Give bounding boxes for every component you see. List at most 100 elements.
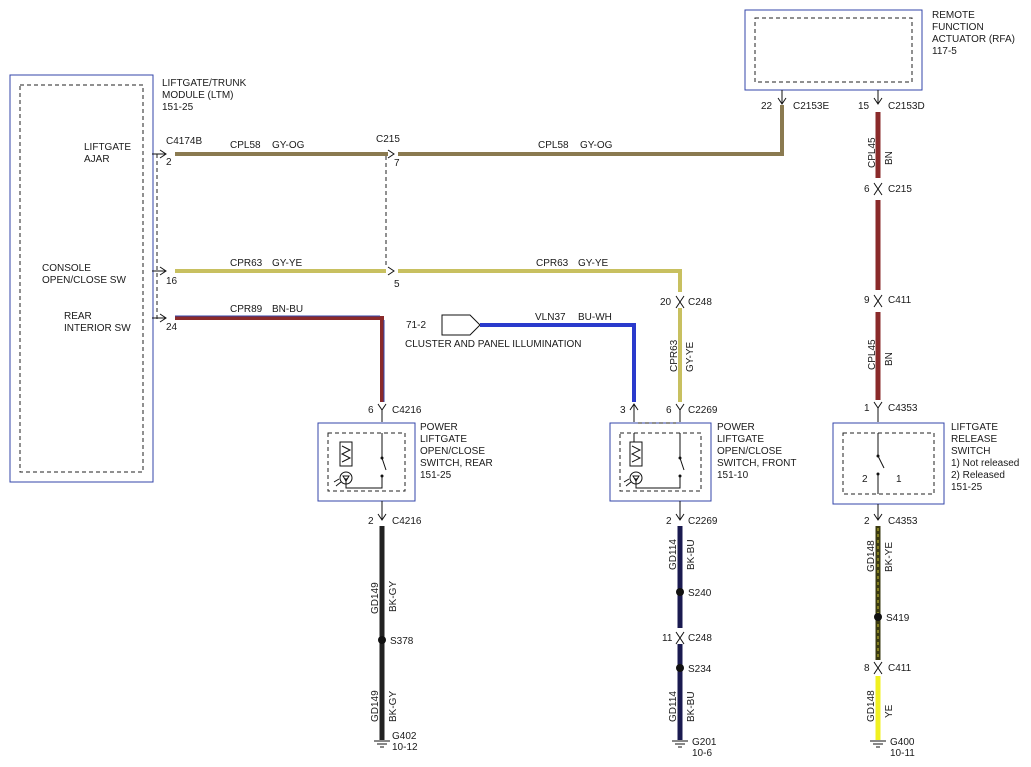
- wire-color-bk-gy-b: BK-GY: [388, 691, 399, 722]
- wire-id-gd149-b: GD149: [370, 690, 381, 722]
- wire-id-cpl58-b: CPL58: [538, 140, 569, 151]
- ltm-module: LIFTGATE AJAR CONSOLE OPEN/CLOSE SW REAR…: [9, 74, 154, 483]
- pin-c4216-bot: 2: [368, 516, 374, 527]
- pin-c2269-bot: 2: [666, 516, 672, 527]
- connector-c4353-top: C4353: [888, 403, 918, 414]
- wire-id-cpr89: CPR89: [230, 304, 263, 315]
- ground-symbol-g402: [374, 740, 390, 748]
- release-switch-state-1: 1) Not released: [951, 458, 1019, 469]
- connector-c2269-top: C2269: [688, 405, 718, 416]
- wire-color-ye: YE: [884, 704, 895, 718]
- rear-switch-title: POWER: [420, 422, 458, 433]
- connector-c248-top: C248: [688, 297, 712, 308]
- connector-c215-bn: C215: [888, 184, 912, 195]
- wire-color-bk-bu-b: BK-BU: [686, 691, 697, 722]
- pin-c2153e: 22: [761, 101, 773, 112]
- front-switch-title: SWITCH, FRONT: [717, 458, 796, 469]
- pin-c411-bn: 9: [864, 295, 870, 306]
- splice-s234: S234: [688, 664, 712, 675]
- wire-color-bn-a: BN: [884, 151, 895, 165]
- wire-id-cpr63-v: CPR63: [669, 339, 680, 372]
- connector-c248-bot: C248: [688, 633, 712, 644]
- pin-ltm-rear: 24: [166, 322, 178, 333]
- ltm-pin-label-liftgate-ajar: AJAR: [84, 154, 110, 165]
- connector-c4353-bot: C4353: [888, 516, 918, 527]
- pin-c4353-bot: 2: [864, 516, 870, 527]
- pin-c411-bot: 8: [864, 663, 870, 674]
- ground-g402: G402: [392, 731, 417, 742]
- ground-g400-ref: 10-11: [890, 748, 915, 759]
- wire-color-bu-wh: BU-WH: [578, 312, 612, 323]
- release-switch-ref: 151-25: [951, 482, 983, 493]
- wire-id-cpr63-b: CPR63: [536, 258, 569, 269]
- wire-cpr89: [175, 315, 385, 402]
- rfa-title: ACTUATOR (RFA): [932, 34, 1015, 45]
- pin-c2269-b: 6: [666, 405, 672, 416]
- front-switch-title: LIFTGATE: [717, 434, 764, 445]
- wire-id-gd148-b: GD148: [866, 690, 877, 722]
- connector-c2153e: C2153E: [793, 101, 829, 112]
- pin-c248-bot: 11: [662, 633, 673, 644]
- release-switch-title: SWITCH: [951, 446, 990, 457]
- splice-s419-dot: [874, 613, 882, 621]
- pin-ltm-console: 16: [166, 276, 178, 287]
- wire-id-gd114-b: GD114: [668, 691, 679, 722]
- connector-c2153d: C2153D: [888, 101, 925, 112]
- release-switch-box: [832, 422, 945, 505]
- pin-c4216-top: 6: [368, 405, 374, 416]
- release-switch-state-2: 2) Released: [951, 470, 1005, 481]
- ground-symbol-g201: [672, 740, 688, 748]
- cluster-name: CLUSTER AND PANEL ILLUMINATION: [405, 339, 582, 350]
- pin-c2153d: 15: [858, 101, 870, 112]
- wire-vln37: [480, 323, 636, 402]
- ground-symbol-g400: [870, 740, 886, 748]
- splice-s234-dot: [676, 664, 684, 672]
- connector-c2269-bot: C2269: [688, 516, 718, 527]
- rear-switch-title: OPEN/CLOSE: [420, 446, 485, 457]
- ltm-pin-label-console: CONSOLE: [42, 263, 91, 274]
- wire-id-gd148-a: GD148: [866, 540, 877, 572]
- wire-cpl58: [175, 105, 784, 156]
- wire-id-vln37: VLN37: [535, 312, 566, 323]
- wire-color-gy-og-a: GY-OG: [272, 140, 305, 151]
- pin-c248-top: 20: [660, 297, 672, 308]
- wire-id-gd114-a: GD114: [668, 539, 679, 570]
- wire-color-gy-ye-v: GY-YE: [685, 341, 696, 372]
- wire-color-gy-og-b: GY-OG: [580, 140, 613, 151]
- wire-id-cpl58-a: CPL58: [230, 140, 261, 151]
- front-switch-title: OPEN/CLOSE: [717, 446, 782, 457]
- wire-color-gy-ye-a: GY-YE: [272, 258, 303, 269]
- rear-switch-title: LIFTGATE: [420, 434, 467, 445]
- cluster-ref: 71-2: [406, 320, 426, 331]
- wire-id-gd149-a: GD149: [370, 582, 381, 614]
- release-switch-pin-2: 2: [862, 474, 868, 485]
- splice-s240: S240: [688, 588, 712, 599]
- wire-cpr63: [175, 269, 682, 402]
- ltm-pin-label-rear: REAR: [64, 311, 92, 322]
- wire-id-cpl45-b: CPL45: [867, 339, 878, 370]
- splice-s378-dot: [378, 636, 386, 644]
- ltm-pin-label-console: OPEN/CLOSE SW: [42, 275, 126, 286]
- ltm-ref: 151-25: [162, 102, 194, 113]
- splice-s419: S419: [886, 613, 910, 624]
- connector-c4216-bot: C4216: [392, 516, 422, 527]
- rear-switch-title: SWITCH, REAR: [420, 458, 493, 469]
- ltm-title: LIFTGATE/TRUNK: [162, 78, 247, 89]
- pin-c215-bn: 6: [864, 184, 870, 195]
- ground-g201: G201: [692, 737, 717, 748]
- rear-switch-ref: 151-25: [420, 470, 452, 481]
- cluster-connector-shape: [441, 314, 481, 336]
- ground-g400: G400: [890, 737, 915, 748]
- wire-color-bn-b: BN: [884, 352, 895, 366]
- wire-id-cpl45-a: CPL45: [867, 137, 878, 168]
- rear-switch-box: [317, 422, 416, 502]
- release-switch-title: RELEASE: [951, 434, 997, 445]
- connector-c4174b: C4174B: [166, 136, 202, 147]
- wire-color-bk-bu-a: BK-BU: [686, 539, 697, 570]
- connector-c215: C215: [376, 134, 400, 145]
- release-switch-title: LIFTGATE: [951, 422, 998, 433]
- splice-s240-dot: [676, 588, 684, 596]
- ground-g402-ref: 10-12: [392, 742, 418, 753]
- ltm-pin-label-rear: INTERIOR SW: [64, 323, 131, 334]
- wire-color-bk-ye: BK-YE: [884, 542, 895, 572]
